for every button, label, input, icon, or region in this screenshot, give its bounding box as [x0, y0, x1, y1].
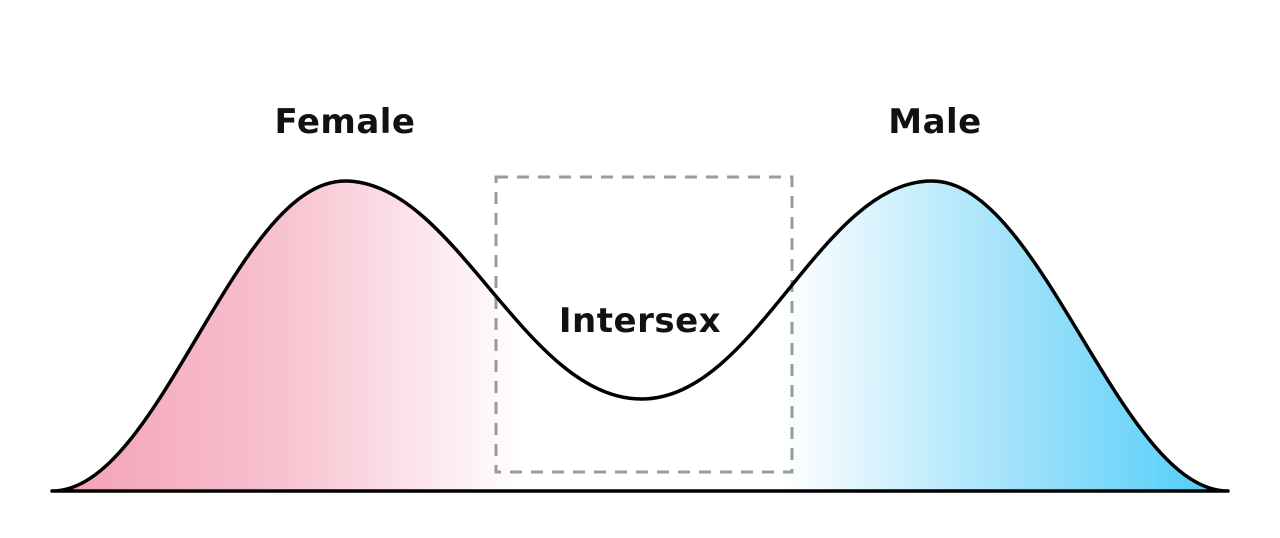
bimodal-curve-outline [50, 179, 1230, 493]
male-label: Male [888, 102, 982, 142]
intersex-label: Intersex [559, 301, 721, 341]
bimodal-curve-fill [52, 181, 1228, 491]
intersex-region-box [494, 175, 794, 474]
female-label: Female [275, 102, 416, 142]
